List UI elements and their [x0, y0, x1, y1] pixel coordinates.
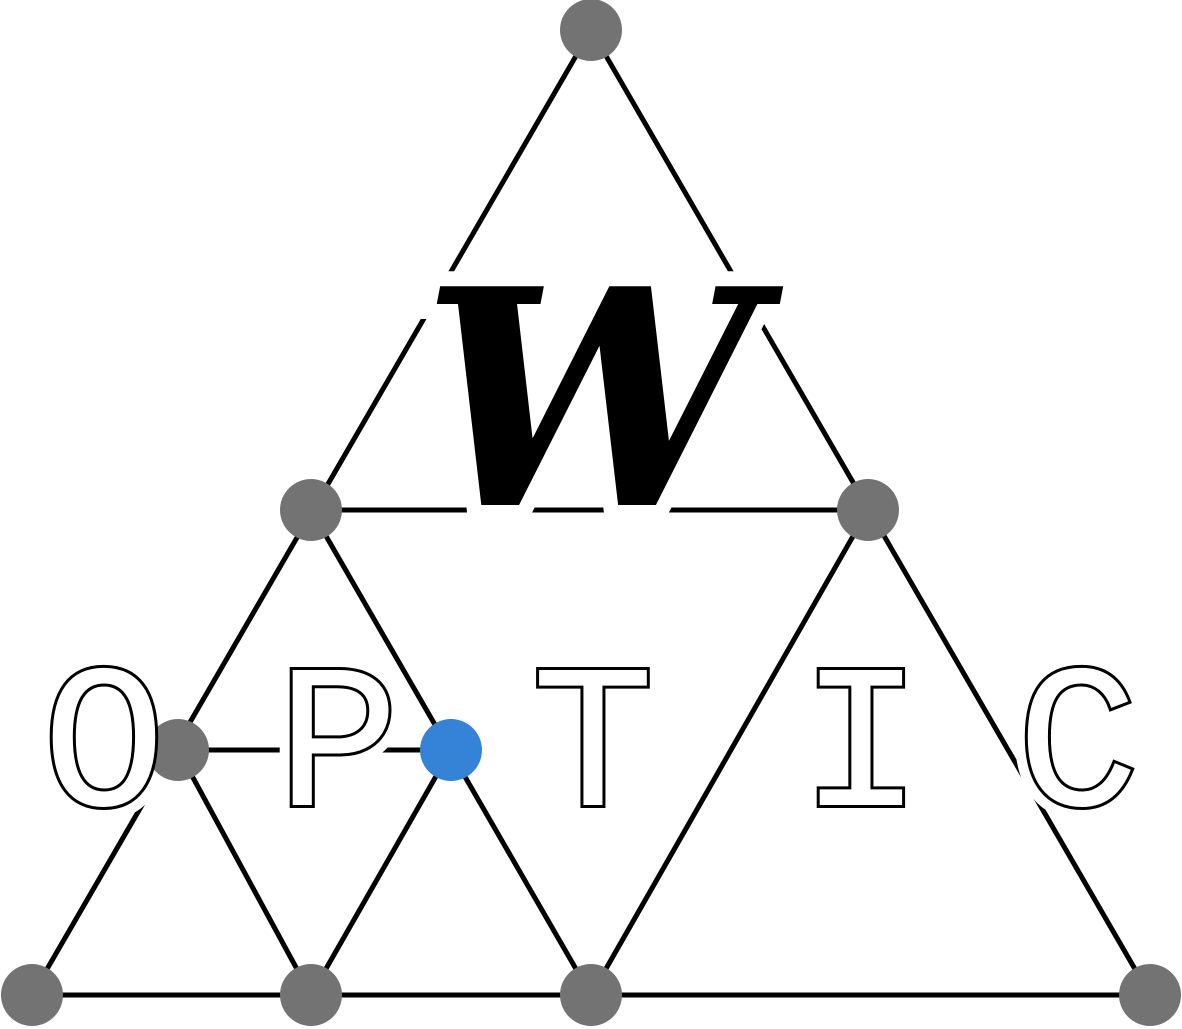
edge-inner-c — [175, 747, 314, 998]
node-left-upper — [147, 719, 209, 781]
svg-text:I: I — [799, 634, 922, 867]
node-mid-left — [280, 479, 342, 541]
wordmark-letter-c: C — [1016, 634, 1139, 867]
edge-inner-d — [308, 747, 454, 998]
svg-text:T: T — [531, 634, 654, 867]
wordmark-letter-p: P — [276, 634, 399, 867]
node-bottom-left — [1, 964, 63, 1026]
active-node — [420, 719, 482, 781]
svg-text:C: C — [1016, 634, 1139, 867]
wordmark-letter-o: O — [42, 634, 165, 867]
edge-inner-b — [588, 507, 871, 998]
script-w-letter: W — [422, 223, 788, 576]
wordmark-letter-i: I — [799, 634, 922, 867]
node-bottom-3 — [560, 964, 622, 1026]
wordmark-letter-t: T — [531, 634, 654, 867]
node-bottom-2 — [280, 964, 342, 1026]
node-mid-right — [837, 479, 899, 541]
letter-halos: W O P T I C — [29, 208, 1152, 880]
optic-wordmark: O P T I C — [39, 631, 1142, 870]
node-bottom-right — [1119, 964, 1181, 1026]
node-top — [560, 0, 622, 61]
svg-text:P: P — [276, 634, 399, 867]
svg-text:W: W — [422, 223, 788, 576]
